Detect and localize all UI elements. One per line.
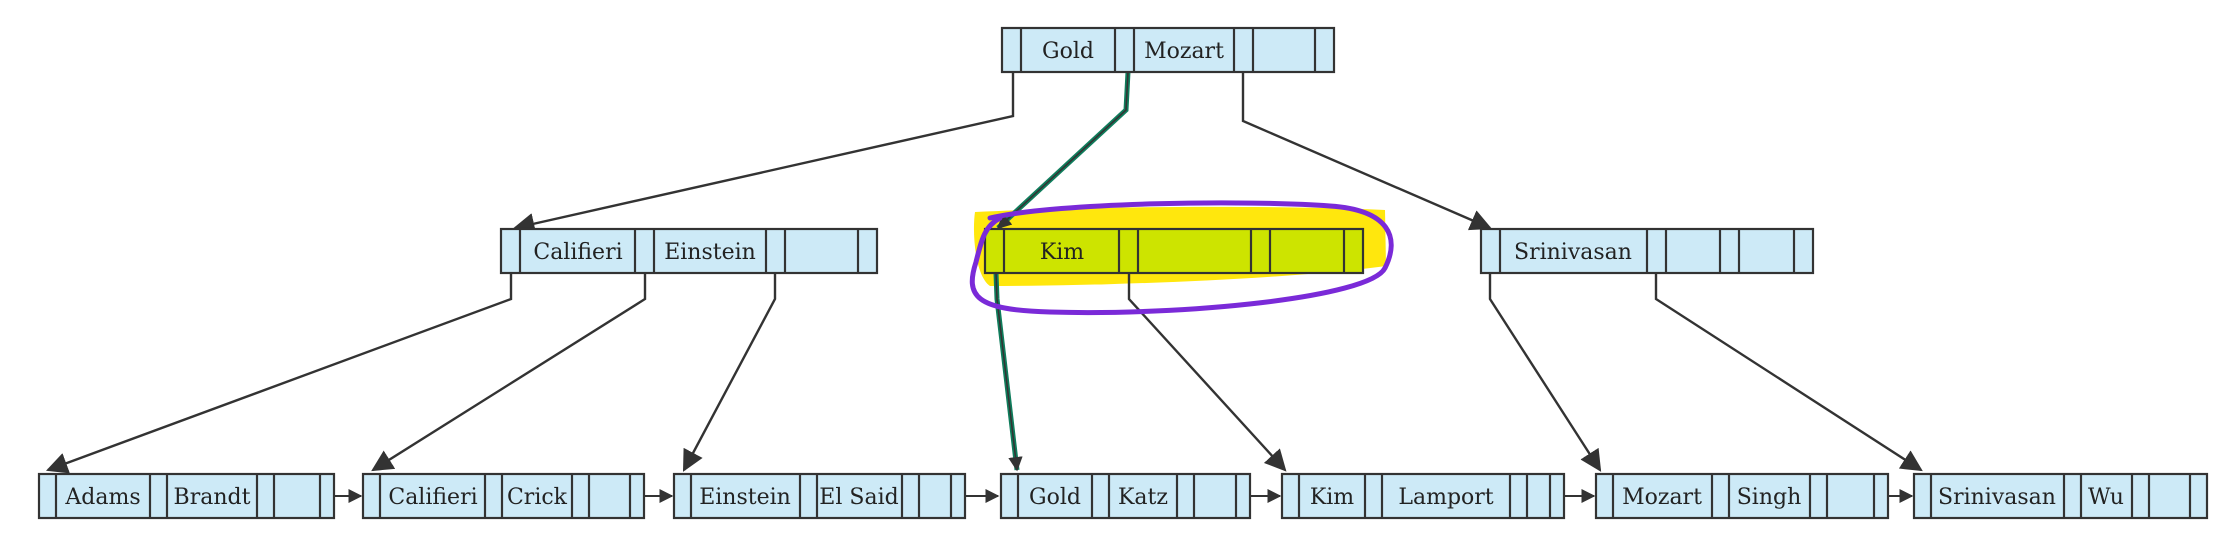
leaf-7-key-1: Srinivasan <box>1938 485 2056 510</box>
leaf-5-key-1: Kim <box>1310 485 1354 510</box>
leaf-3-key-2: El Said <box>819 485 898 510</box>
leaf-node-4: Gold Katz <box>999 472 1252 520</box>
internal-edges <box>45 273 1923 474</box>
search-path-kim-to-gold-inner <box>995 272 1023 472</box>
internal-3-key-1: Srinivasan <box>1514 240 1632 265</box>
leaf-node-5: Kim Lamport <box>1280 472 1566 520</box>
leaf-7-key-2: Wu <box>2088 485 2124 510</box>
leaf-6-key-1: Mozart <box>1622 485 1702 510</box>
leaf-node-1: Adams Brandt <box>37 472 336 520</box>
edge-root-to-califieri-node <box>512 72 1015 235</box>
edge-to-leaf-einstein <box>682 273 777 472</box>
leaf-1-key-2: Brandt <box>174 485 251 510</box>
internal-2-key-1: Kim <box>1040 240 1084 265</box>
leaf-4-key-2: Katz <box>1118 485 1168 510</box>
internal-1-key-2: Einstein <box>664 240 756 265</box>
highlight-circle <box>969 200 1394 316</box>
leaf-node-7: Srinivasan Wu <box>1912 472 2209 520</box>
internal-node-califieri: Califieri Einstein <box>499 227 879 275</box>
leaf-6-key-2: Singh <box>1737 485 1802 510</box>
edge-to-leaf-srinivasan <box>1654 273 1923 472</box>
internal-node-kim-highlighted: Kim <box>983 227 1365 275</box>
edge-to-leaf-mozart <box>1488 273 1602 472</box>
internal-node-srinivasan: Srinivasan <box>1479 227 1815 275</box>
search-path <box>993 71 1131 472</box>
leaf-3-key-1: Einstein <box>699 485 791 510</box>
leaf-node-6: Mozart Singh <box>1594 472 1890 520</box>
leaf-5-key-2: Lamport <box>1398 485 1493 510</box>
search-path-root-to-kim-inner <box>996 71 1129 229</box>
root-node: Gold Mozart <box>1000 26 1336 74</box>
internal-1-key-1: Califieri <box>533 240 622 265</box>
edge-to-leaf-adams <box>45 273 513 474</box>
root-key-2: Mozart <box>1144 39 1224 64</box>
edge-root-to-srinivasan-node <box>1241 72 1492 231</box>
root-edges <box>512 72 1492 235</box>
leaf-4-key-1: Gold <box>1029 485 1081 510</box>
leaf-2-key-2: Crick <box>507 485 568 510</box>
leaf-node-3: Einstein El Said <box>672 472 967 520</box>
root-key-1: Gold <box>1042 39 1094 64</box>
edge-to-leaf-califieri <box>371 273 647 472</box>
leaf-1-key-1: Adams <box>64 485 140 510</box>
edge-to-leaf-kim <box>1127 273 1287 472</box>
leaf-2-key-1: Califieri <box>388 485 477 510</box>
leaf-node-2: Califieri Crick <box>361 472 646 520</box>
